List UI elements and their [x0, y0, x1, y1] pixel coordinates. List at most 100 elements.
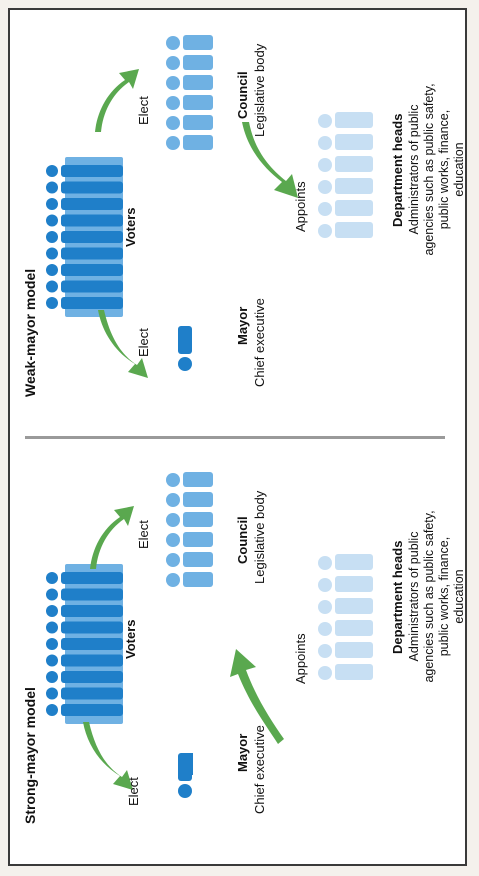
person-head — [46, 572, 58, 584]
person-head — [46, 231, 58, 243]
person-head — [46, 198, 58, 210]
person-body — [183, 572, 213, 587]
person-head — [46, 654, 58, 667]
person-head — [166, 76, 180, 90]
person-body — [183, 75, 213, 90]
council-role: Legislative body — [252, 490, 267, 584]
panel-title: Strong-mayor model — [22, 687, 38, 824]
elect-arrow-right — [90, 506, 134, 569]
voters-label: Voters — [123, 207, 138, 248]
council-group — [166, 472, 213, 587]
department-heads-group — [318, 554, 373, 680]
person-head — [46, 704, 58, 716]
diagram-canvas: Strong-mayor model Voters Elect Elect Ma… — [10, 10, 466, 864]
person-body — [335, 222, 373, 238]
person-body — [61, 231, 123, 243]
person-head — [166, 136, 180, 150]
person-head — [166, 493, 180, 507]
person-head — [166, 116, 180, 130]
person-body — [335, 178, 373, 194]
person-body — [61, 198, 123, 210]
person-body — [183, 95, 213, 110]
person-head — [46, 280, 58, 293]
person-head — [166, 96, 180, 110]
voters-label: Voters — [123, 619, 138, 660]
elect-left-label: Elect — [136, 328, 151, 357]
person-body — [183, 552, 213, 567]
person-head — [318, 578, 332, 592]
person-body — [183, 472, 213, 487]
person-body — [61, 264, 123, 276]
department-heads-group — [318, 112, 373, 238]
person-body — [61, 165, 123, 177]
person-head — [166, 533, 180, 547]
person-body — [61, 638, 123, 650]
elect-left-label: Elect — [126, 777, 141, 806]
person-head — [46, 588, 58, 601]
person-body — [61, 704, 123, 716]
person-body — [183, 512, 213, 527]
person-head — [166, 573, 180, 587]
person-head — [318, 158, 332, 172]
elect-arrow-right — [95, 69, 139, 132]
person-head — [318, 180, 332, 194]
person-head — [46, 621, 58, 634]
person-head — [166, 553, 180, 567]
person-head — [46, 297, 58, 309]
dept-desc: Administrators of public agencies such a… — [407, 83, 466, 256]
person-head — [318, 622, 332, 636]
council-group — [166, 35, 213, 150]
person-head — [46, 264, 58, 276]
elect-right-label: Elect — [136, 96, 151, 125]
council-title: Council — [235, 516, 250, 564]
person-head — [318, 600, 332, 614]
person-head — [46, 165, 58, 177]
person-head — [46, 687, 58, 700]
appoints-label: Appoints — [293, 633, 308, 684]
voters-crowd — [46, 564, 123, 724]
person-body — [335, 576, 373, 592]
person-head — [46, 181, 58, 194]
person-body — [61, 621, 123, 634]
elect-arrow-left — [83, 722, 133, 790]
person-head — [318, 114, 332, 128]
dept-desc: Administrators of public agencies such a… — [407, 510, 466, 683]
person-body — [183, 532, 213, 547]
person-body — [61, 214, 123, 227]
elect-right-label: Elect — [136, 520, 151, 549]
person-body — [335, 642, 373, 658]
panel-title: Weak-mayor model — [22, 268, 38, 397]
person-body — [183, 492, 213, 507]
person-head — [46, 214, 58, 227]
appoints-arrow — [242, 122, 298, 198]
person-head — [318, 202, 332, 216]
person-head — [166, 513, 180, 527]
person-body — [335, 112, 373, 128]
person-head — [318, 556, 332, 570]
person-head — [318, 644, 332, 658]
person-head — [46, 605, 58, 617]
voters-crowd — [46, 157, 123, 317]
person-body — [61, 588, 123, 601]
person-body — [61, 605, 123, 617]
person-body — [61, 181, 123, 194]
mayor-figure — [178, 326, 192, 371]
person-body — [335, 664, 373, 680]
person-body — [61, 654, 123, 667]
strong-mayor-panel: Strong-mayor model Voters Elect Elect Ma… — [10, 437, 466, 864]
person-head — [46, 247, 58, 260]
person-body — [335, 554, 373, 570]
person-head — [318, 224, 332, 238]
dept-title: Department heads — [390, 113, 405, 227]
person-head — [318, 666, 332, 680]
person-head — [318, 136, 332, 150]
elect-arrow-left — [98, 310, 148, 378]
person-body — [61, 247, 123, 260]
mayor-figure — [178, 753, 193, 798]
person-body — [61, 572, 123, 584]
dept-title: Department heads — [390, 540, 405, 654]
person-body — [335, 620, 373, 636]
person-body — [61, 687, 123, 700]
person-body — [335, 200, 373, 216]
diagram-frame: Strong-mayor model Voters Elect Elect Ma… — [8, 8, 467, 866]
